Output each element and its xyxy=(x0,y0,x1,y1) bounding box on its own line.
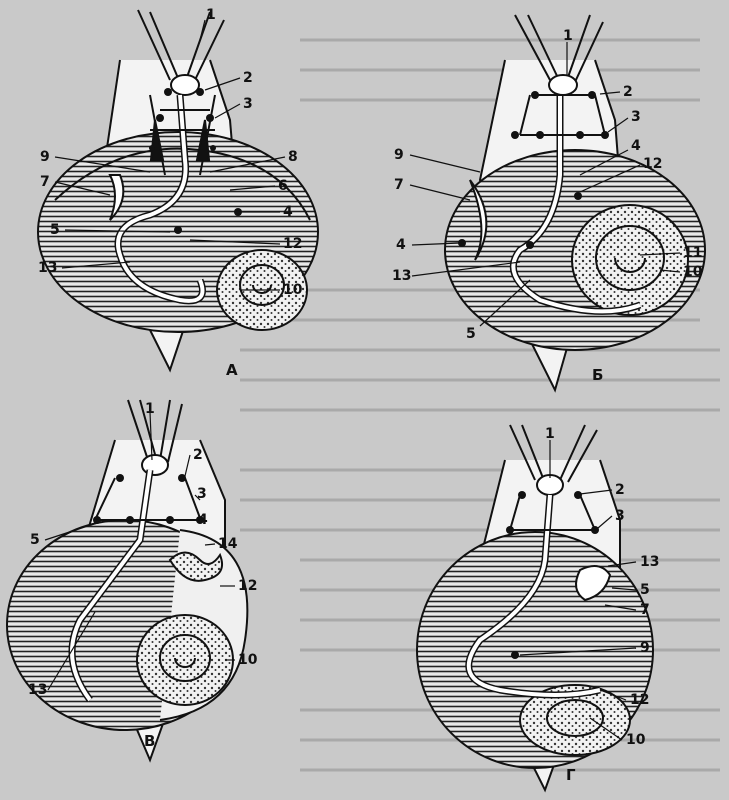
panel-a-letter: А xyxy=(226,361,238,379)
panel-b-label-13: 13 xyxy=(392,268,411,284)
panel-b-label-4b: 4 xyxy=(396,237,406,253)
panel-d-label-13: 13 xyxy=(640,554,659,570)
panel-a-label-10: 10 xyxy=(283,282,303,298)
panel-c-label-14: 14 xyxy=(218,536,238,552)
panel-a-label-1: 1 xyxy=(206,7,216,23)
panel-a-label-3: 3 xyxy=(243,96,253,112)
panel-d-letter: Г xyxy=(566,766,576,784)
panel-c-label-4: 4 xyxy=(198,512,208,528)
panel-a-label-12: 12 xyxy=(283,236,302,252)
panel-d-label-12: 12 xyxy=(630,692,649,708)
panel-a-label-2: 2 xyxy=(243,70,253,86)
panel-b-label-11: 11 xyxy=(683,245,702,261)
panel-d-label-1: 1 xyxy=(545,426,555,442)
panel-c-label-5: 5 xyxy=(30,532,40,548)
panel-b-label-10: 10 xyxy=(683,264,703,280)
panel-b-label-1: 1 xyxy=(563,28,573,44)
panel-d-label-9: 9 xyxy=(640,640,650,656)
panel-c-label-2: 2 xyxy=(193,447,203,463)
panel-c-letter: В xyxy=(144,732,155,750)
panel-b-label-12: 12 xyxy=(643,156,662,172)
panel-b-label-7: 7 xyxy=(394,177,404,193)
panel-d-label-5: 5 xyxy=(640,582,650,598)
panel-c-label-3: 3 xyxy=(197,486,207,502)
panel-a-label-6: 6 xyxy=(278,178,288,194)
panel-a-label-7: 7 xyxy=(40,174,50,190)
panel-d-label-10: 10 xyxy=(626,732,646,748)
panel-b-label-3: 3 xyxy=(631,109,641,125)
panel-c-label-10: 10 xyxy=(238,652,258,668)
panel-d-label-3: 3 xyxy=(615,508,625,524)
panel-c-label-12: 12 xyxy=(238,578,257,594)
panel-c-label-13: 13 xyxy=(28,682,47,698)
panel-b-label-5: 5 xyxy=(466,326,476,342)
panel-b-label-4: 4 xyxy=(631,138,641,154)
panel-c-head xyxy=(142,455,168,475)
panel-a-label-9: 9 xyxy=(40,149,50,165)
panel-c-spiral-organ xyxy=(137,615,233,705)
panel-b-spiral-organ xyxy=(572,205,688,315)
panel-b-label-2: 2 xyxy=(623,84,633,100)
panel-b-head xyxy=(549,75,577,95)
panel-d-label-2: 2 xyxy=(615,482,625,498)
panel-a-label-4: 4 xyxy=(283,204,293,220)
panel-a-head xyxy=(171,75,199,95)
panel-b-letter: Б xyxy=(592,366,603,384)
panel-a-label-13: 13 xyxy=(38,260,57,276)
panel-b-label-9: 9 xyxy=(394,147,404,163)
panel-a-label-5: 5 xyxy=(50,222,60,238)
panel-a-label-8: 8 xyxy=(288,149,298,165)
panel-d-label-7: 7 xyxy=(640,602,650,618)
panel-a-snail xyxy=(38,10,318,370)
panel-c-snail xyxy=(7,400,247,760)
panel-c-label-1: 1 xyxy=(145,401,155,417)
